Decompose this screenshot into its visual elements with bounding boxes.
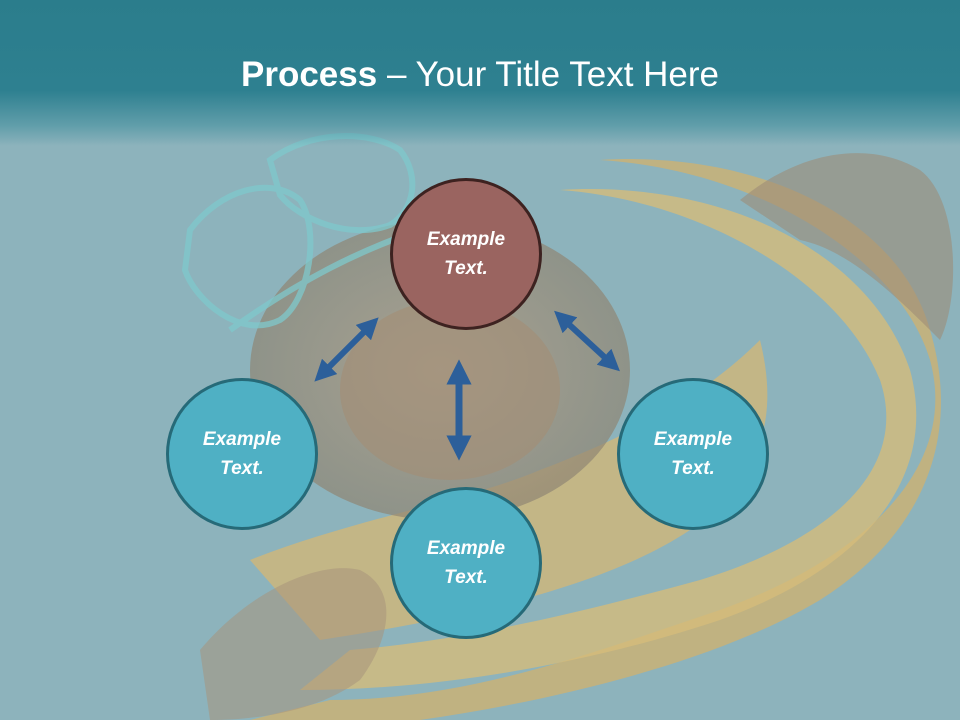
title-rest: – Your Title Text Here: [377, 55, 719, 94]
node-right-line1: Example: [653, 429, 733, 450]
arrow-top-left: [314, 317, 379, 382]
title-banner: [0, 0, 960, 146]
title-bold: Process: [241, 55, 378, 94]
node-left-line2: Text.: [220, 458, 264, 479]
page-title: Process – Your Title Text Here: [0, 52, 960, 98]
node-top: Example Text.: [390, 178, 542, 330]
node-left: Example Text.: [166, 378, 318, 530]
node-top-line1: Example: [426, 229, 506, 250]
arrow-top-right: [554, 310, 620, 372]
node-bottom: Example Text.: [390, 487, 542, 639]
node-right-line2: Text.: [671, 458, 715, 479]
node-top-line2: Text.: [444, 258, 488, 279]
node-bottom-line2: Text.: [444, 567, 488, 588]
node-right: Example Text.: [617, 378, 769, 530]
node-left-line1: Example: [202, 429, 282, 450]
node-bottom-line1: Example: [426, 538, 506, 559]
